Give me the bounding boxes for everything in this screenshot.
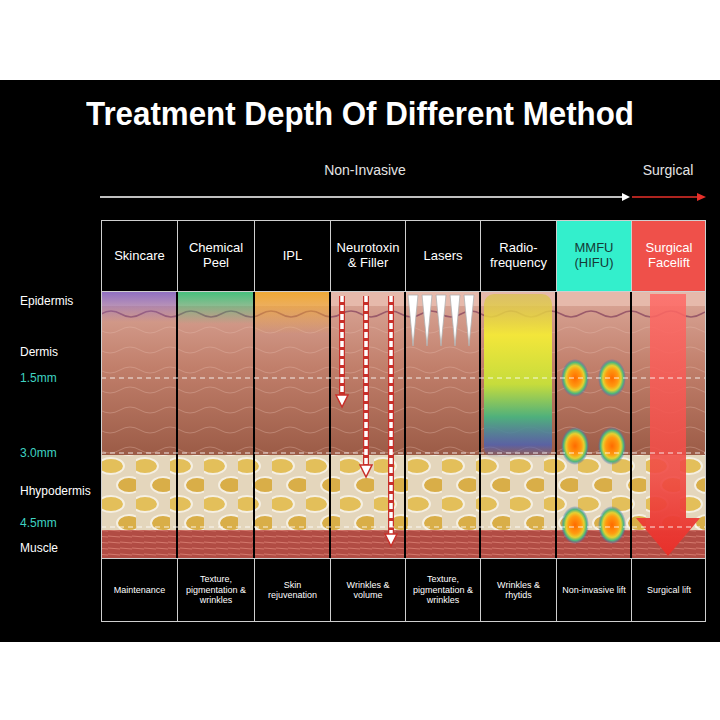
header-row bbox=[102, 221, 706, 292]
column-header: Skincare bbox=[102, 221, 177, 291]
result-cell: Texture, pigmentation & wrinkles bbox=[178, 559, 254, 621]
rf-heat-zone bbox=[484, 294, 552, 458]
non-invasive-arrow bbox=[100, 196, 624, 198]
injection-arrows bbox=[336, 296, 397, 546]
layer-label: 3.0mm bbox=[20, 445, 100, 461]
result-cell: Skin rejuvenation bbox=[255, 559, 330, 621]
injection-shaft bbox=[388, 296, 394, 535]
laser-beams bbox=[408, 295, 474, 346]
surgical-header-fill bbox=[631, 220, 706, 292]
depth-line bbox=[101, 453, 706, 454]
column-divider bbox=[329, 292, 331, 558]
surgical-arrow-shape bbox=[636, 294, 700, 556]
column-header: Lasers bbox=[406, 221, 480, 291]
skin-cross-section bbox=[101, 292, 706, 558]
layer-label: Dermis bbox=[20, 344, 100, 360]
column-header: Chemical Peel bbox=[178, 221, 254, 291]
depth-line bbox=[101, 527, 706, 528]
injection-shaft bbox=[364, 296, 368, 466]
injection-shaft bbox=[389, 296, 393, 535]
table-grid bbox=[102, 220, 706, 622]
injection-shaft bbox=[363, 296, 369, 466]
layer-label: Hhypodermis bbox=[20, 483, 100, 499]
column-divider bbox=[630, 292, 632, 558]
focal-point bbox=[598, 427, 626, 465]
layer-label: 4.5mm bbox=[20, 515, 100, 531]
depth-line bbox=[101, 378, 706, 379]
ipl-band bbox=[254, 292, 330, 334]
column-dividers bbox=[177, 292, 631, 558]
grid-lines bbox=[102, 220, 706, 622]
layer-label: Epidermis bbox=[20, 293, 100, 309]
arrow-label: Non-Invasive bbox=[290, 160, 440, 180]
injection-head bbox=[385, 534, 397, 546]
focal-point bbox=[561, 359, 589, 397]
layer-label: Muscle bbox=[20, 540, 100, 556]
column-header: IPL bbox=[255, 221, 330, 291]
focal-point bbox=[561, 427, 589, 465]
column-header: Surgical Facelift bbox=[632, 221, 706, 291]
laser-beam bbox=[408, 295, 418, 346]
laser-beam bbox=[436, 295, 446, 346]
skincare-band bbox=[101, 292, 177, 322]
focal-point bbox=[598, 359, 626, 397]
injection-shaft bbox=[339, 296, 345, 396]
injection-head bbox=[360, 465, 372, 477]
column-header: MMFU (HIFU) bbox=[557, 221, 631, 291]
laser-beam bbox=[464, 295, 474, 346]
peel-band bbox=[177, 292, 254, 324]
laser-beam bbox=[450, 295, 460, 346]
focal-point bbox=[598, 506, 626, 544]
focal-point bbox=[561, 506, 589, 544]
column-divider bbox=[404, 292, 406, 558]
arrow-label: Surgical bbox=[628, 160, 708, 180]
laser-beam bbox=[422, 295, 432, 346]
result-cell: Maintenance bbox=[102, 559, 177, 621]
hifu-header-fill bbox=[556, 220, 631, 292]
hifu-focal-points bbox=[561, 359, 626, 544]
result-cell: Texture, pigmentation & wrinkles bbox=[406, 559, 480, 621]
column-divider bbox=[253, 292, 255, 558]
result-cell: Non-invasive lift bbox=[557, 559, 631, 621]
column-header: Neurotoxin & Filler bbox=[331, 221, 405, 291]
surgical-arrow bbox=[632, 196, 699, 198]
column-divider bbox=[176, 292, 178, 558]
column-divider bbox=[555, 292, 557, 558]
result-cell: Wrinkles & volume bbox=[331, 559, 405, 621]
arrow-head bbox=[622, 193, 630, 201]
result-cell: Wrinkles & rhytids bbox=[481, 559, 556, 621]
depth-lines bbox=[101, 378, 706, 527]
dark-panel bbox=[0, 80, 720, 642]
column-divider bbox=[479, 292, 481, 558]
result-cell: Surgical lift bbox=[632, 559, 706, 621]
arrow-head bbox=[697, 193, 706, 201]
column-header: Radio-frequency bbox=[481, 221, 556, 291]
injection-shaft bbox=[340, 296, 344, 396]
layer-label: 1.5mm bbox=[20, 370, 100, 386]
title: Treatment Depth Of Different Method bbox=[86, 96, 634, 130]
result-row bbox=[102, 559, 706, 622]
injection-head bbox=[336, 395, 348, 407]
